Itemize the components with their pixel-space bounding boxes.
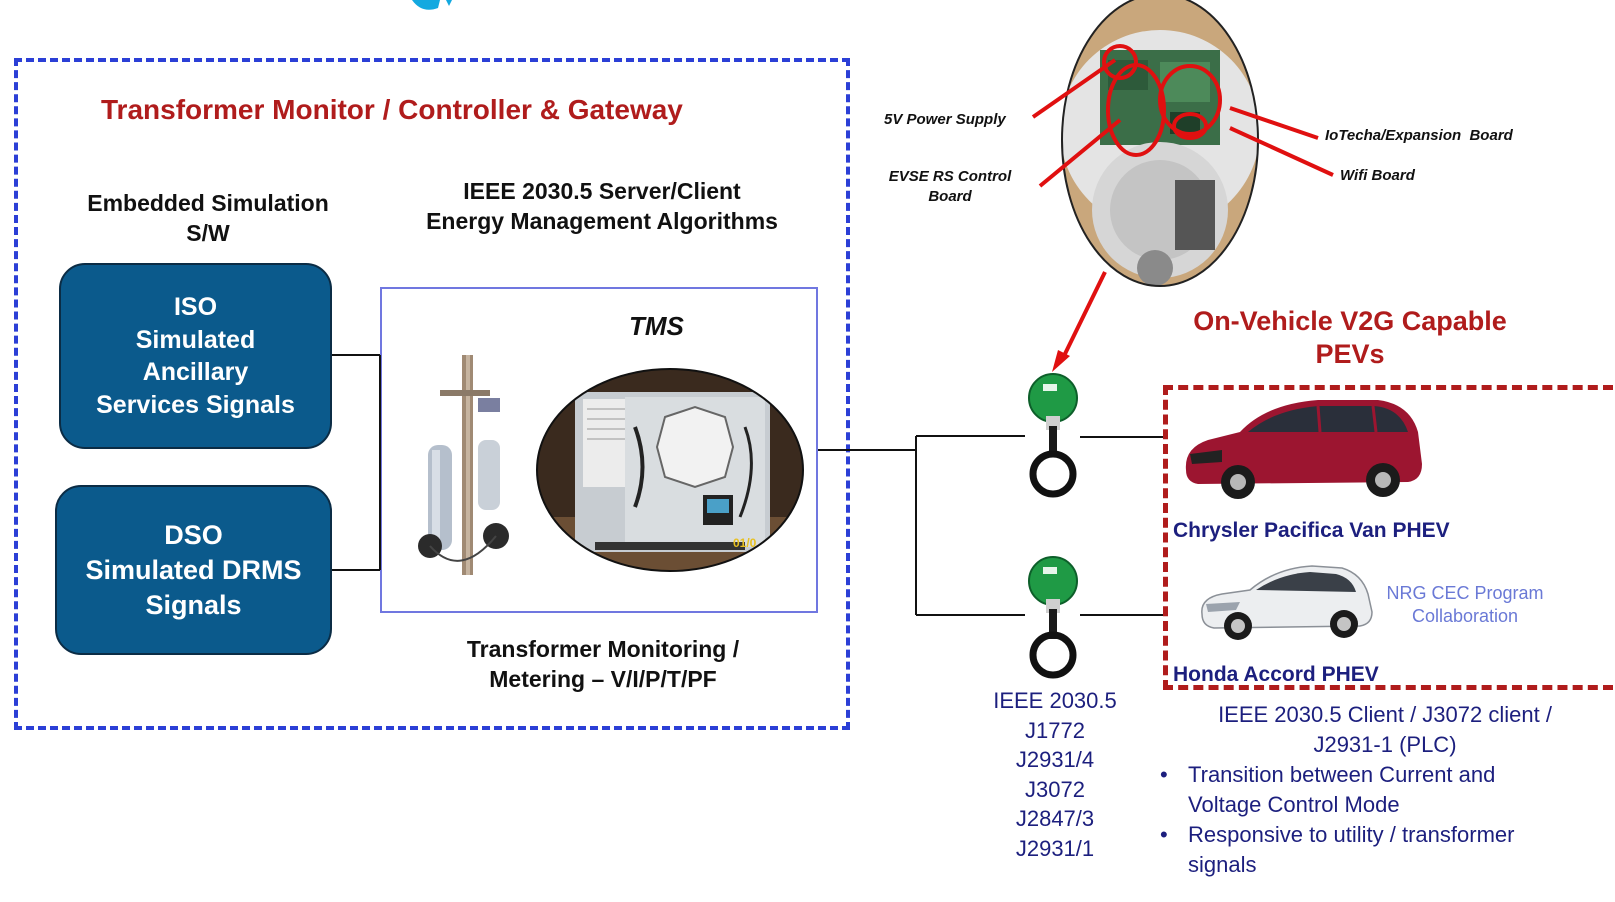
vehicles-boundary: [1163, 385, 1613, 690]
standard-item: J2847/3: [1015, 806, 1095, 831]
standard-item: J2931/4: [1015, 747, 1095, 772]
embedded-simulation-heading: Embedded Simulation S/W: [87, 190, 329, 246]
vehicles-title: On-Vehicle V2G Capable PEVs: [1193, 306, 1507, 369]
capability-item: Responsive to utility / transformer sign…: [1160, 820, 1610, 880]
iso-signals-box: ISO Simulated Ancillary Services Signals: [59, 263, 332, 449]
nrg-collaboration-note: NRG CEC Program Collaboration: [1386, 583, 1544, 626]
chrysler-pacifica-label: Chrysler Pacifica Van PHEV: [1173, 519, 1450, 542]
standards-list: IEEE 2030.5 J1772 J2931/4 J3072 J2847/3 …: [970, 686, 1140, 863]
honda-accord-image: [1201, 565, 1373, 640]
chrysler-pacifica-image: [1185, 400, 1422, 499]
honda-accord-label: Honda Accord PHEV: [1173, 663, 1379, 686]
pole-transformer-photo: [418, 355, 509, 575]
logo-fragment: [412, 0, 452, 10]
monitoring-heading: Transformer Monitoring / Metering – V/I/…: [466, 636, 740, 692]
standard-item: J3072: [1025, 776, 1085, 802]
callout-expansion-board: IoTecha/Expansion Board: [1325, 127, 1513, 144]
evse-charger-1: [1028, 373, 1078, 498]
standard-item: J2931/1: [1015, 835, 1095, 861]
photo-date-overlay: 01/0: [733, 536, 757, 550]
callout-5v-power-supply: 5V Power Supply: [884, 111, 1006, 128]
evse-charger-2: [1028, 556, 1078, 679]
callout-wifi-board: Wifi Board: [1340, 167, 1415, 184]
server-client-heading: IEEE 2030.5 Server/Client Energy Managem…: [426, 178, 778, 234]
gateway-boundary: [14, 58, 850, 730]
tms-enclosure-photo: 01/0: [536, 368, 804, 572]
client-protocol-line: IEEE 2030.5 Client / J3072 client / J293…: [1218, 702, 1552, 757]
capability-list: Transition between Current and Voltage C…: [1160, 760, 1610, 880]
client-capabilities: IEEE 2030.5 Client / J3072 client / J293…: [1160, 700, 1610, 880]
evse-interior-photo: [1061, 0, 1259, 287]
dso-signals-box: DSO Simulated DRMS Signals: [55, 485, 332, 655]
tms-label: TMS: [629, 311, 684, 341]
callout-evse-rs-control: EVSE RS Control Board: [888, 168, 1012, 205]
standard-item: IEEE 2030.5: [993, 688, 1117, 713]
standard-item: J1772: [1025, 717, 1085, 743]
capability-item: Transition between Current and Voltage C…: [1160, 760, 1610, 820]
gateway-title: Transformer Monitor / Controller & Gatew…: [101, 94, 683, 125]
